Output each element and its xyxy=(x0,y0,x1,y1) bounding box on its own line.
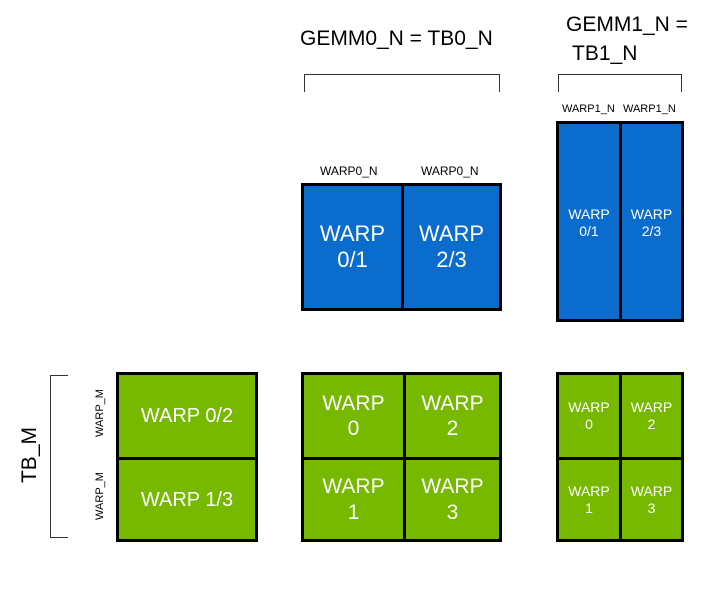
cell-divider xyxy=(119,457,255,460)
warp-cell: WARP 1/3 xyxy=(140,488,234,511)
gemm1-n-header-line2: TB1_N xyxy=(572,42,638,65)
gemm0-n-brace xyxy=(304,74,500,92)
warp0-n-label-right: WARP0_N xyxy=(421,164,479,178)
cell-divider xyxy=(401,186,404,308)
warp-cell: WARP 0/1 xyxy=(319,220,386,272)
gemm1-n-header-line1: GEMM1_N = xyxy=(566,13,688,36)
warp-cell: WARP 2/3 xyxy=(630,206,673,239)
warp-cell: WARP 3 xyxy=(421,475,484,524)
gemm1-c-tile: WARP 0 WARP 2 WARP 1 WARP 3 xyxy=(556,372,684,542)
tb-m-brace xyxy=(50,375,68,538)
a-tile: WARP 0/2 WARP 1/3 xyxy=(116,372,258,542)
cell-divider xyxy=(304,457,499,460)
tb-m-label: TB_M xyxy=(18,427,41,484)
gemm1-b-tile: WARP 0/1 WARP 2/3 xyxy=(556,121,684,322)
warp-m-label-bottom: WARP_M xyxy=(94,472,106,520)
warp1-n-label-left: WARP1_N xyxy=(562,103,615,115)
cell-divider xyxy=(619,124,622,319)
warp-cell: WARP 3 xyxy=(630,482,673,516)
warp-cell: WARP 1 xyxy=(322,475,385,524)
gemm0-n-header: GEMM0_N = TB0_N xyxy=(300,27,493,50)
gemm0-b-tile: WARP 0/1 WARP 2/3 xyxy=(301,183,502,311)
warp1-n-label-right: WARP1_N xyxy=(623,103,676,115)
warp0-n-label-left: WARP0_N xyxy=(320,164,378,178)
warp-cell: WARP 0/2 xyxy=(140,405,234,427)
warp-cell: WARP 0/1 xyxy=(568,206,610,239)
cell-divider xyxy=(619,375,622,539)
warp-cell: WARP 0 xyxy=(322,391,385,440)
warp-cell: WARP 2 xyxy=(421,391,484,440)
warp-cell: WARP 2/3 xyxy=(418,220,485,272)
gemm1-n-brace xyxy=(558,74,682,92)
warp-cell: WARP 1 xyxy=(568,482,610,516)
cell-divider xyxy=(403,375,406,539)
warp-cell: WARP 2 xyxy=(630,399,673,432)
gemm0-c-tile: WARP 0 WARP 2 WARP 1 WARP 3 xyxy=(301,372,502,542)
warp-m-label-top: WARP_M xyxy=(94,389,106,437)
warp-cell: WARP 0 xyxy=(568,399,610,432)
